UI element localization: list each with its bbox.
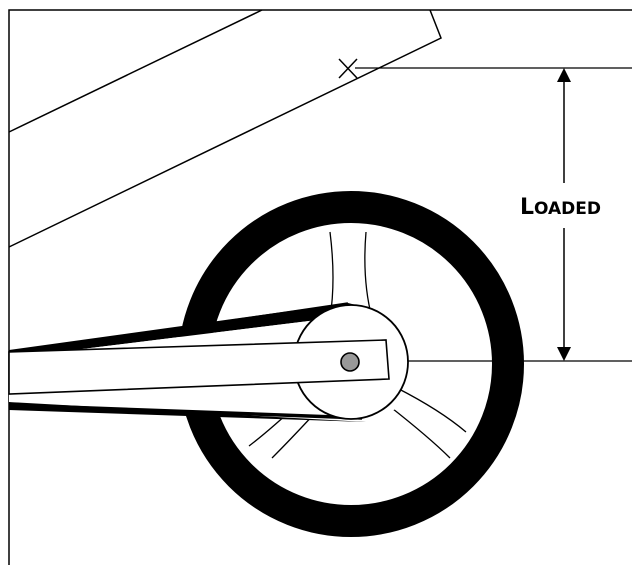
loaded-dimension-label: LOADED	[520, 195, 601, 220]
dimension-arrow	[557, 68, 571, 361]
frame-border	[8, 9, 632, 565]
seatstay-tube	[8, 9, 442, 248]
loaded-label-rest: OADED	[534, 199, 601, 219]
pivot-cross-marker	[338, 58, 358, 79]
loaded-label-initial: L	[520, 195, 534, 220]
swingarm-link	[8, 339, 390, 395]
axle	[340, 352, 360, 372]
